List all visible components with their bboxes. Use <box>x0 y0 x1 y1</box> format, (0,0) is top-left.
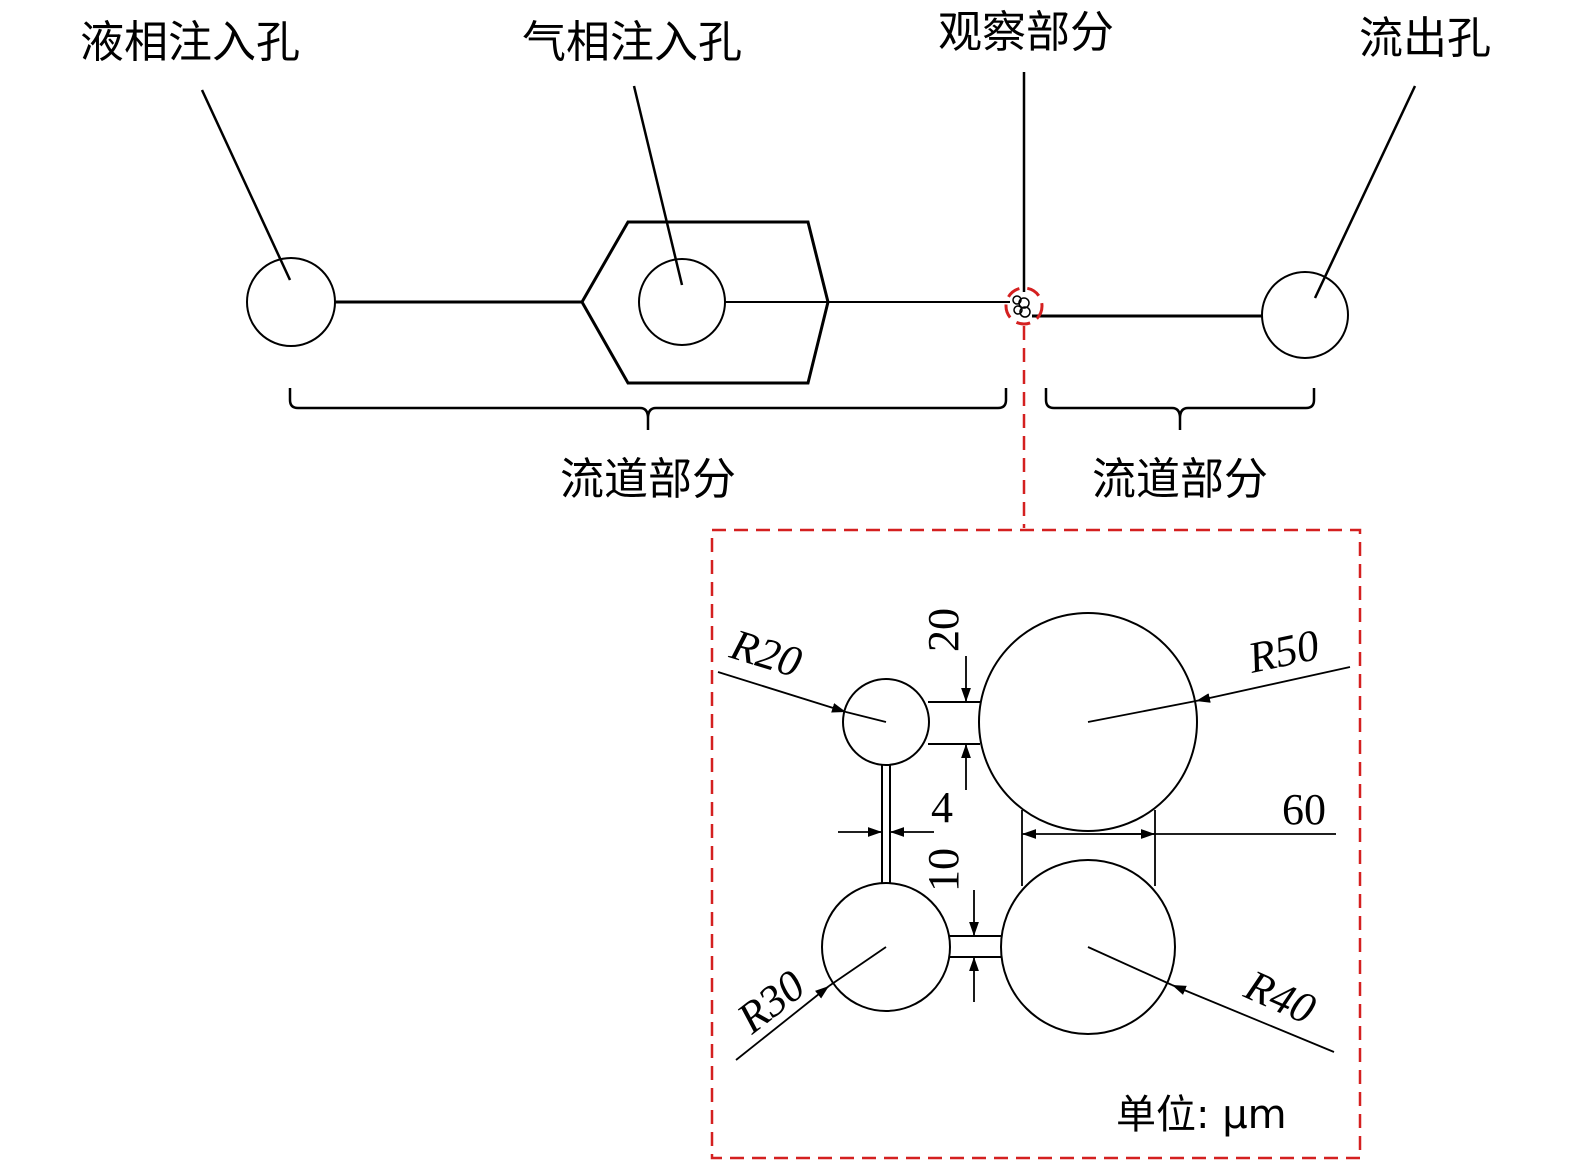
label-dim-60: 60 <box>1282 785 1326 834</box>
brace-left-channel <box>288 388 1008 430</box>
channel-r30-r40 <box>949 935 1002 958</box>
label-unit: 单位: μm <box>1116 1092 1287 1138</box>
label-gas-inlet: 气相注入孔 <box>522 17 742 68</box>
gas-inlet-hole <box>638 258 726 346</box>
label-liquid-inlet: 液相注入孔 <box>80 17 300 68</box>
leader-liquid-inlet <box>200 89 292 281</box>
dimension-lines <box>717 656 1351 1061</box>
observation-highlight-circle <box>1004 286 1044 326</box>
leader-gas-inlet <box>632 85 684 286</box>
circle-r50 <box>978 612 1198 832</box>
label-channel-right: 流道部分 <box>1092 454 1268 505</box>
label-outlet: 流出孔 <box>1359 13 1491 64</box>
observation-junction <box>1012 295 1031 318</box>
leader-r40-center <box>1087 946 1173 986</box>
leader-outlet <box>1313 85 1417 299</box>
detail-frame <box>710 528 1362 1160</box>
top-labels: 液相注入孔 气相注入孔 观察部分 流出孔 流道部分 流道部分 <box>80 7 1491 505</box>
label-dim-20: 20 <box>919 608 968 652</box>
circle-r30 <box>821 882 951 1012</box>
leader-r20 <box>717 671 847 713</box>
channel-r20-r30 <box>881 765 891 883</box>
leader-r50-center <box>1087 700 1197 723</box>
label-dim-10: 10 <box>919 848 968 892</box>
chip-layout <box>246 220 1349 385</box>
label-r40: R40 <box>1237 960 1323 1034</box>
circle-r40 <box>1000 859 1176 1035</box>
leader-r20-center <box>845 711 887 723</box>
label-r30: R30 <box>727 961 814 1044</box>
leader-r30-center <box>828 946 887 987</box>
leader-lines <box>200 72 1417 299</box>
label-channel-left: 流道部分 <box>560 454 736 505</box>
leader-r50 <box>1195 666 1351 703</box>
label-r50: R50 <box>1243 620 1324 683</box>
braces <box>288 388 1316 430</box>
liquid-inlet-hole <box>246 257 336 347</box>
leader-r30 <box>735 985 830 1061</box>
label-observation: 观察部分 <box>938 7 1114 58</box>
leader-r40 <box>1171 984 1335 1053</box>
channel-r20-r50 <box>928 701 980 745</box>
label-dim-4: 4 <box>931 783 953 832</box>
detail-labels: R20 R50 R30 R40 20 4 10 60 单位: μm <box>724 608 1326 1138</box>
circle-r20 <box>842 678 930 766</box>
brace-right-channel <box>1044 388 1316 430</box>
outlet-hole <box>1261 271 1349 359</box>
